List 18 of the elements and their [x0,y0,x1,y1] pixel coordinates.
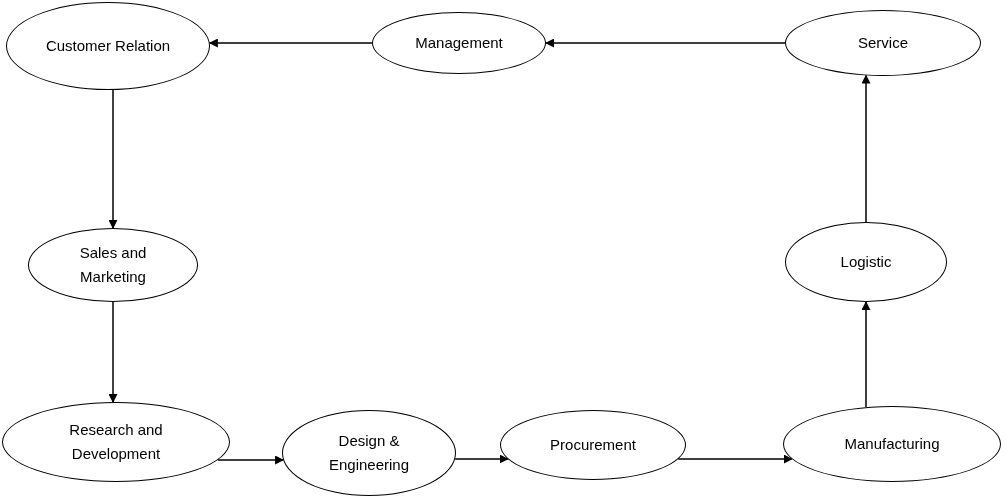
arrow [108,301,118,403]
node-label: Research and Development [68,420,164,464]
arrow [861,301,871,408]
arrow [108,89,118,229]
node-label: Logistic [840,252,892,272]
node-label: Sales and Marketing [78,243,148,287]
arrow [217,455,285,465]
node-label: Service [858,33,908,53]
node-label: Manufacturing [844,434,940,454]
node-label: Design & Engineering [327,431,411,475]
arrow [861,74,871,223]
arrow [208,38,373,48]
node-label: Customer Relation [45,36,171,56]
arrow [677,454,793,464]
arrow [454,454,509,464]
node-label: Procurement [550,435,636,455]
arrow [545,38,786,48]
node-label: Management [415,33,503,53]
